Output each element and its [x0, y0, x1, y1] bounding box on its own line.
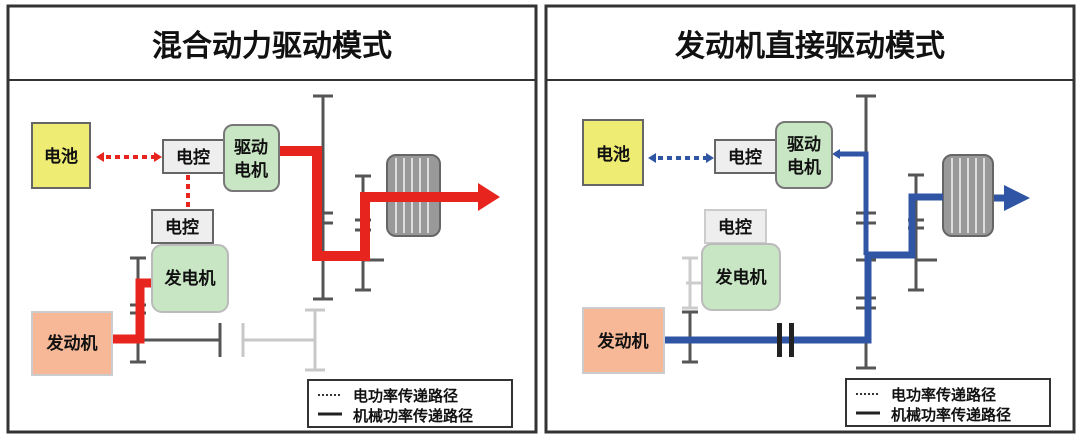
generator: 发电机 — [701, 243, 781, 311]
generator: 发电机 — [151, 244, 229, 313]
svg-text:电控: 电控 — [165, 217, 199, 238]
power-path — [96, 146, 500, 344]
legend: 电功率传递路径 机械功率传递路径 — [307, 379, 513, 428]
battery: 电池 — [582, 119, 644, 186]
engine: 发动机 — [582, 307, 665, 374]
svg-text:发电机: 发电机 — [715, 267, 767, 288]
power-path — [648, 149, 1030, 344]
controller-bottom: 电控 — [704, 209, 767, 244]
svg-text:电控: 电控 — [728, 147, 762, 168]
disengaged-shaft — [682, 256, 702, 310]
svg-text:电机: 电机 — [787, 157, 821, 178]
svg-text:驱动: 驱动 — [787, 135, 821, 155]
engine: 发动机 — [31, 311, 113, 376]
legend-mechanical: 机械功率传递路径 — [353, 407, 473, 425]
svg-text:电机: 电机 — [234, 160, 268, 181]
panel-title: 发动机直接驱动模式 — [674, 29, 945, 64]
legend-electric: 电功率传递路径 — [353, 387, 458, 405]
battery: 电池 — [31, 122, 91, 189]
svg-text:发动机: 发动机 — [597, 331, 649, 352]
disengaged-shaft — [241, 308, 325, 372]
legend-mechanical: 机械功率传递路径 — [891, 406, 1011, 424]
drive-motor: 驱动 电机 — [223, 124, 280, 192]
controller-top: 电控 — [162, 139, 225, 174]
svg-text:电池: 电池 — [596, 144, 630, 165]
svg-text:发动机: 发动机 — [46, 333, 98, 354]
engine-direct-mode-panel: 发动机直接驱动模式 电池 — [544, 4, 1076, 434]
svg-text:发电机: 发电机 — [164, 268, 216, 289]
svg-text:驱动: 驱动 — [234, 138, 268, 158]
legend: 电功率传递路径 机械功率传递路径 — [845, 378, 1051, 427]
svg-text:电池: 电池 — [44, 146, 78, 167]
clutch-icon — [777, 323, 794, 357]
svg-text:电控: 电控 — [176, 147, 210, 168]
wheel-icon — [942, 154, 994, 237]
legend-electric: 电功率传递路径 — [891, 386, 996, 404]
controller-bottom: 电控 — [151, 209, 214, 244]
drive-motor: 驱动 电机 — [775, 121, 833, 189]
svg-text:电控: 电控 — [718, 217, 752, 238]
panel-title: 混合动力驱动模式 — [152, 29, 392, 64]
controller-top: 电控 — [714, 139, 777, 174]
hybrid-mode-panel: 混合动力驱动模式 — [6, 4, 538, 434]
